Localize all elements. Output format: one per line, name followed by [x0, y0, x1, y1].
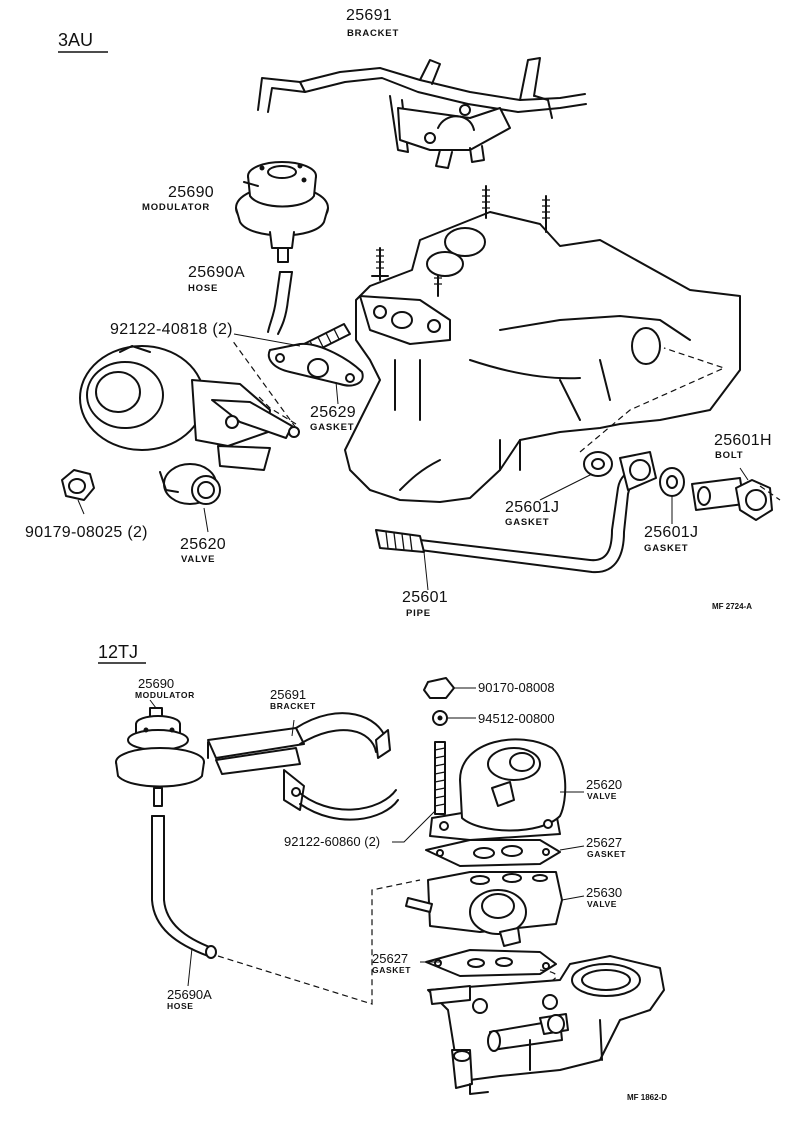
part-number-gasket-upper-12tj: 25627	[586, 835, 623, 850]
part-number-nut-12tj: 90170-08008	[478, 680, 555, 695]
part-name-gasket-left: GASKET	[505, 517, 550, 528]
modulator-12tj-drawing	[115, 707, 205, 807]
part-number-bracket-12tj: 25691	[270, 687, 307, 702]
intake-manifold-drawing	[344, 185, 741, 503]
figure-ref-top: MF 2724-A	[712, 602, 753, 611]
valve-12tj-drawing	[429, 738, 567, 841]
model-label-12tj: 12TJ	[98, 642, 139, 662]
gasket-25627-upper-drawing	[425, 839, 561, 867]
part-number-modulator-12tj: 25690	[138, 676, 175, 691]
valve-25630-drawing	[405, 871, 563, 947]
part-name-bracket: BRACKET	[347, 28, 400, 39]
part-number-nut: 90179-08025 (2)	[25, 524, 148, 541]
part-number-modulator: 25690	[168, 184, 214, 201]
part-name-valve: VALVE	[181, 554, 216, 565]
part-number-gasket-lower-12tj: 25627	[372, 951, 409, 966]
part-number-stud-12tj: 92122-60860 (2)	[284, 834, 381, 849]
gasket-25629-drawing	[267, 342, 364, 387]
valve-25620-drawing	[79, 345, 300, 505]
part-number-stud: 92122-40818 (2)	[110, 321, 233, 338]
gasket-25627-lower-drawing	[425, 949, 557, 977]
stud-12tj-drawing	[434, 741, 446, 815]
part-number-gasket-right: 25601J	[644, 524, 699, 541]
part-name-gasket-upper-12tj: GASKET	[587, 849, 627, 859]
bolt-25601h-drawing	[691, 477, 773, 521]
bracket-12tj-drawing	[207, 712, 399, 821]
part-number-valve-12tj: 25620	[586, 777, 623, 792]
part-name-valve-12tj: VALVE	[587, 791, 618, 801]
part-number-gasket-25629: 25629	[310, 404, 356, 421]
part-name-valve-25630: VALVE	[587, 899, 618, 909]
pipe-25601-drawing	[375, 451, 657, 574]
part-name-gasket-right: GASKET	[644, 543, 689, 554]
part-number-hose: 25690A	[188, 264, 245, 281]
bracket-25691-drawing	[257, 57, 587, 169]
figure-ref-bottom: MF 1862-D	[627, 1093, 668, 1102]
manifold-12tj-drawing	[427, 955, 665, 1095]
part-number-bracket: 25691	[346, 7, 392, 24]
part-name-hose: HOSE	[188, 283, 219, 294]
part-number-valve-25630: 25630	[586, 885, 623, 900]
nut-90170-drawing	[423, 677, 455, 699]
part-name-gasket-25629: GASKET	[310, 422, 355, 433]
part-name-gasket-lower-12tj: GASKET	[372, 965, 412, 975]
part-number-gasket-left: 25601J	[505, 499, 560, 516]
modulator-25690-drawing	[235, 161, 329, 263]
hose-25690a-drawing	[267, 271, 281, 333]
part-number-hose-12tj: 25690A	[167, 987, 212, 1002]
hose-12tj-drawing	[151, 815, 217, 959]
model-label-3au: 3AU	[58, 30, 94, 50]
part-name-modulator-12tj: MODULATOR	[135, 690, 195, 700]
part-name-bolt: BOLT	[715, 450, 744, 461]
part-name-pipe: PIPE	[406, 608, 431, 619]
part-number-bolt: 25601H	[714, 432, 772, 449]
washer-94512-drawing	[432, 710, 448, 726]
part-number-valve: 25620	[180, 536, 226, 553]
nut-90179-drawing	[61, 469, 95, 501]
part-name-bracket-12tj: BRACKET	[270, 701, 316, 711]
part-number-pipe: 25601	[402, 589, 448, 606]
part-number-washer-12tj: 94512-00800	[478, 711, 555, 726]
part-name-modulator: MODULATOR	[142, 202, 211, 213]
part-name-hose-12tj: HOSE	[167, 1001, 194, 1011]
